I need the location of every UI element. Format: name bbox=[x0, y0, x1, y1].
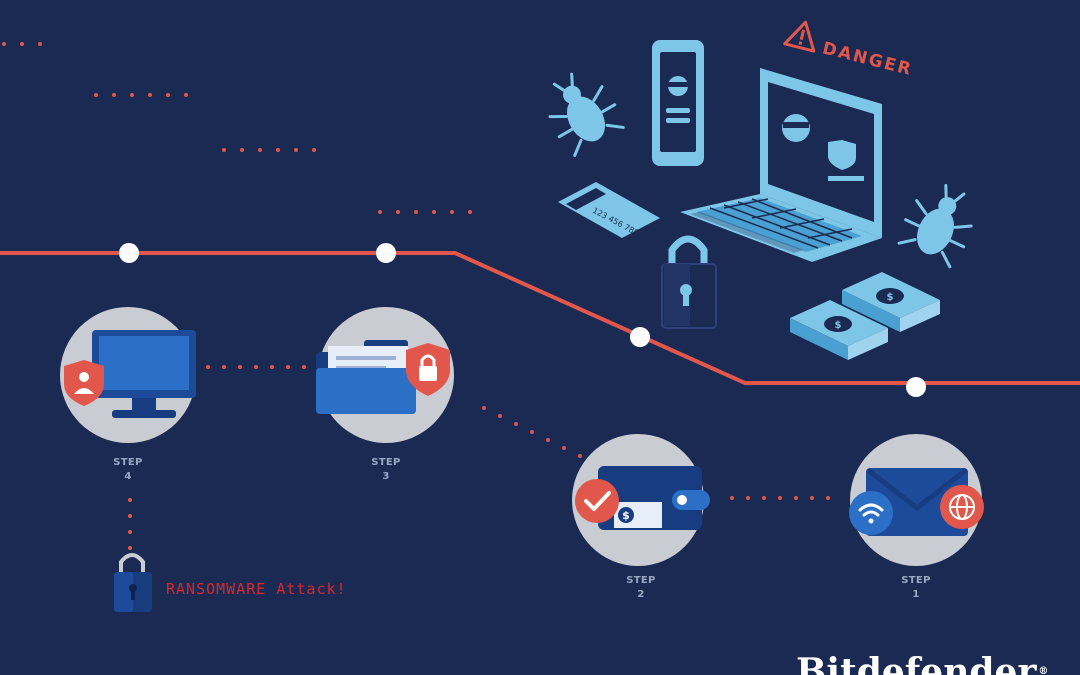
credit-card-icon: 123 456 789 bbox=[558, 182, 660, 238]
danger-label: DANGER bbox=[820, 38, 914, 80]
money-icon: $ bbox=[790, 300, 888, 360]
step-connectors bbox=[128, 365, 830, 550]
step-4-icon bbox=[60, 307, 196, 443]
registered-mark: ® bbox=[1038, 666, 1049, 675]
user-shield-icon bbox=[64, 360, 104, 406]
step-title: STEP bbox=[113, 457, 143, 468]
warning-icon bbox=[783, 20, 816, 53]
bug-icon bbox=[897, 184, 973, 269]
svg-text:$: $ bbox=[835, 320, 842, 331]
timeline-node bbox=[906, 377, 926, 397]
timeline-nodes bbox=[119, 243, 926, 397]
danger-warning: DANGER bbox=[783, 20, 915, 80]
step-1-label: STEP 1 bbox=[876, 574, 956, 602]
step-3-label: STEP 3 bbox=[346, 456, 426, 484]
laptop-icon bbox=[680, 68, 882, 262]
step-1-icon bbox=[849, 434, 984, 566]
timeline-node bbox=[376, 243, 396, 263]
money-icon: $ bbox=[842, 272, 940, 332]
step-2-icon: $ bbox=[572, 434, 710, 566]
padlock-icon bbox=[661, 235, 717, 329]
step-title: STEP bbox=[626, 575, 656, 586]
bug-icon bbox=[548, 72, 625, 157]
step-3-icon bbox=[316, 307, 454, 443]
svg-text:$: $ bbox=[887, 292, 894, 303]
step-number: 3 bbox=[382, 471, 390, 482]
step-number: 1 bbox=[912, 589, 920, 600]
step-2-label: STEP 2 bbox=[601, 574, 681, 602]
danger-cluster: DANGER bbox=[548, 20, 973, 360]
step-title: STEP bbox=[901, 575, 931, 586]
svg-text:$: $ bbox=[622, 509, 630, 522]
timeline-node bbox=[119, 243, 139, 263]
decorative-dots bbox=[2, 42, 472, 214]
brand-name: Bitdefender bbox=[796, 651, 1037, 675]
brand-logo: Bitdefender® bbox=[796, 650, 1048, 675]
step-title: STEP bbox=[371, 457, 401, 468]
ransomware-padlock-icon bbox=[114, 553, 152, 612]
phone-icon bbox=[652, 40, 704, 166]
ransomware-label: RANSOMWARE Attack! bbox=[166, 580, 347, 598]
step-number: 2 bbox=[637, 589, 645, 600]
step-number: 4 bbox=[124, 471, 132, 482]
timeline-node bbox=[630, 327, 650, 347]
step-4-label: STEP 4 bbox=[88, 456, 168, 484]
check-icon bbox=[575, 479, 619, 523]
